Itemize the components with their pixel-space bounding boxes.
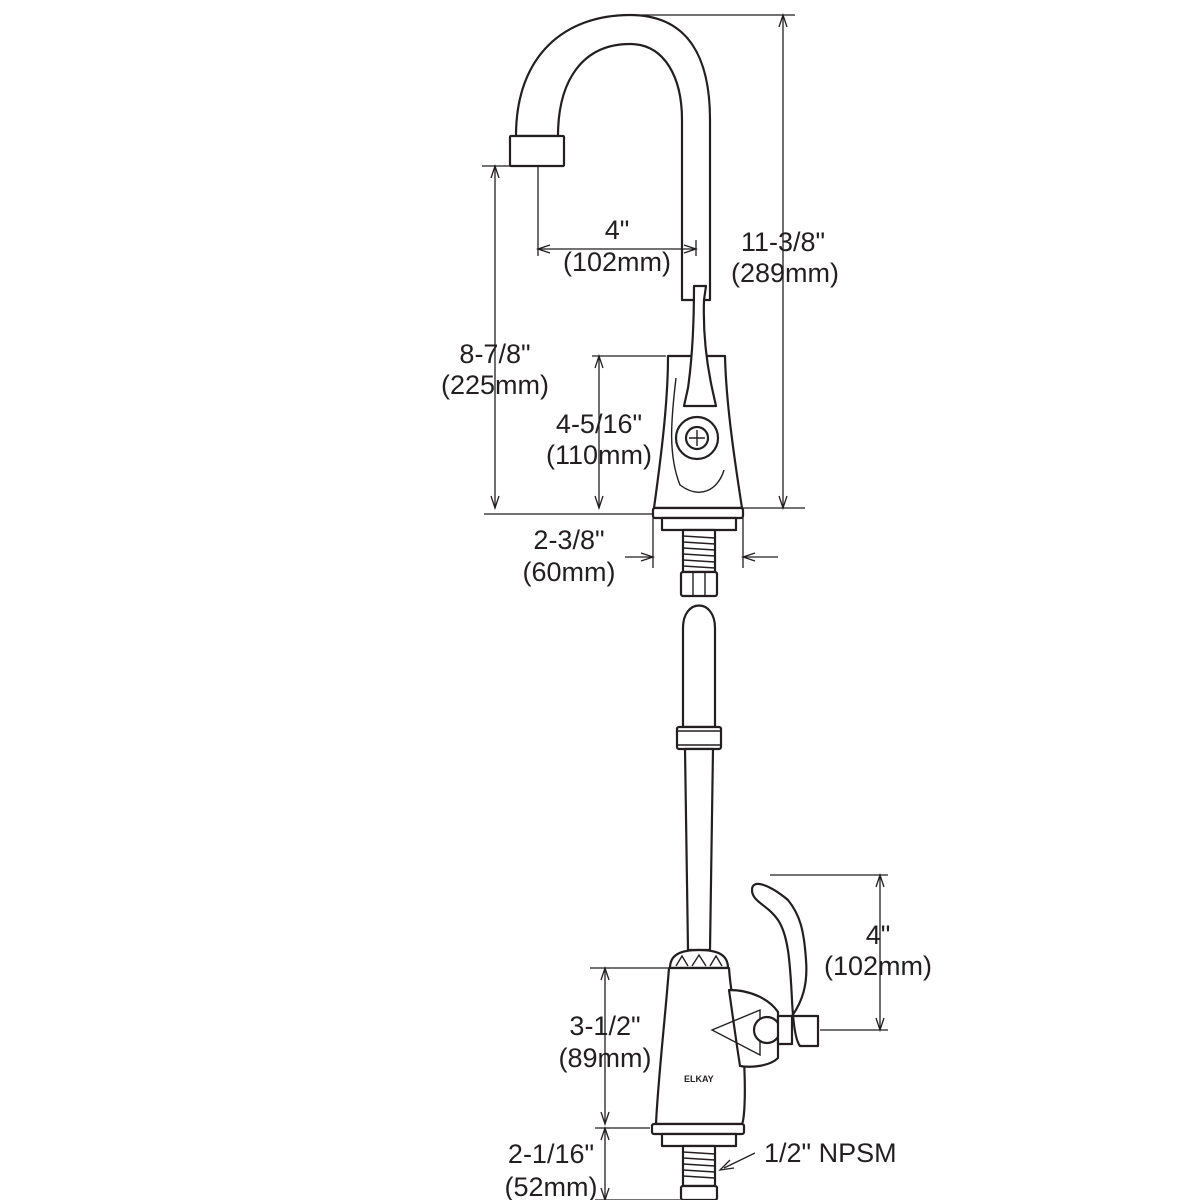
base-nut-side [660, 1132, 738, 1148]
bottom-faucet: ELKAY 4" (102mm) 3-1/2" (89mm) 2-1/16" (… [505, 604, 932, 1200]
dim-line-overall-height [632, 14, 805, 509]
body-side-metric: (89mm) [559, 1043, 652, 1073]
body-collar [668, 948, 730, 970]
shank-threads [682, 535, 716, 569]
aerator [508, 134, 566, 168]
wristblade-handle [750, 882, 820, 1048]
base-width-metric: (60mm) [523, 557, 616, 587]
dim-line-shank [595, 1128, 680, 1200]
dim-line-body-side [590, 967, 668, 1124]
coupling-nut-side [679, 1184, 719, 1200]
overall-height-imperial: 11-3/8" [741, 227, 825, 257]
base-width-imperial: 2-3/8" [533, 525, 604, 555]
coupling-nut [679, 570, 719, 598]
handle-imperial: 4" [866, 920, 891, 950]
gooseneck-spout [514, 13, 712, 302]
valve-stem [776, 1014, 794, 1046]
body-height-imperial: 4-5/16" [556, 409, 642, 439]
body-highlight [670, 377, 725, 493]
dim-line-body-height [592, 355, 666, 508]
base-flange-side [650, 1122, 746, 1136]
spout-reach-imperial: 4" [605, 215, 630, 245]
body-height-metric: (110mm) [546, 440, 652, 470]
thread-callout: 1/2" NPSM [764, 1138, 897, 1168]
handle-metric: (102mm) [824, 951, 932, 981]
overall-height-metric: (289mm) [731, 258, 839, 288]
dim-line-base-width [625, 518, 778, 568]
body-side-imperial: 3-1/2" [569, 1011, 640, 1041]
base-nut [660, 516, 738, 532]
outlet-height-metric: (225mm) [441, 370, 549, 400]
shank-metric: (52mm) [505, 1172, 598, 1200]
top-faucet: 11-3/8" (289mm) 4" (102mm) 8-7/8" (225mm… [441, 12, 839, 598]
base-flange [651, 506, 745, 520]
brand-logo: ELKAY [684, 1074, 714, 1084]
valve-bonnet [752, 1015, 782, 1045]
riser-tube-upper [681, 604, 717, 729]
dim-line-outlet-height [482, 165, 535, 508]
spout-reach-metric: (102mm) [563, 247, 671, 277]
outlet-height-imperial: 8-7/8" [459, 339, 530, 369]
dim-line-spout-reach [537, 166, 697, 256]
valve-cross [689, 430, 705, 446]
dim-line-handle [770, 874, 888, 1031]
shank-imperial: 2-1/16" [508, 1139, 594, 1169]
riser-tube-lower [683, 747, 715, 952]
lever-handle [682, 284, 718, 408]
npsm-leader [723, 1152, 756, 1169]
